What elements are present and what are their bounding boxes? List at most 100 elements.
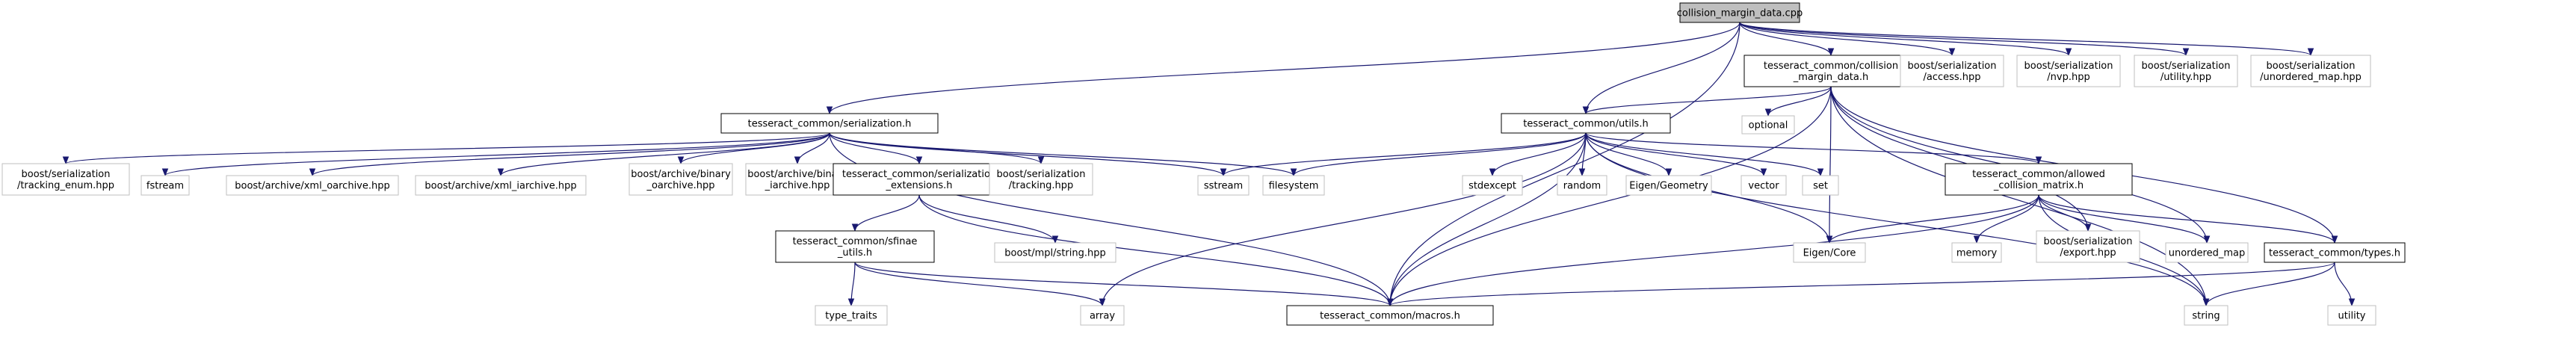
node-filesystem-box [1262, 175, 1325, 196]
node-bacc-label-1: /access.hpp [1923, 72, 1980, 83]
edge-acm-to-macros [1386, 194, 2039, 307]
node-vector-label-0: vector [1748, 181, 1779, 192]
node-typetraits-box [815, 305, 888, 326]
node-string-label-0: string [2192, 311, 2220, 322]
edge-ser-to-filesystem [829, 132, 1297, 177]
node-ser-box [720, 113, 939, 134]
node-ser-label-0: tesseract_common/serialization.h [748, 119, 912, 130]
edge-ser-to-binoa [677, 132, 830, 165]
node-filesystem-label-0: filesystem [1269, 181, 1319, 192]
node-sfinae[interactable]: tesseract_common/sfinae_utils.h [775, 230, 935, 263]
node-memory-label-0: memory [1956, 248, 1998, 259]
edge-serext-to-mplstring [918, 194, 1059, 244]
edge-types-to-macros [1387, 262, 2335, 307]
node-acm-box [1945, 163, 2133, 196]
node-set-label-0: set [1813, 181, 1828, 192]
edge-utils-to-array [1099, 132, 1587, 307]
edge-ser-to-btrackenum [63, 132, 830, 165]
node-acm-label-0: tesseract_common/allowed [1972, 169, 2105, 180]
node-acm[interactable]: tesseract_common/allowed_collision_matri… [1945, 163, 2133, 196]
node-mplstring-label-0: boost/mpl/string.hpp [1004, 248, 1106, 259]
edge-utils-to-set [1585, 132, 1824, 177]
node-bumap-label-1: /unordered_map.hpp [2260, 72, 2362, 83]
node-ser[interactable]: tesseract_common/serialization.h [720, 113, 939, 134]
node-macros-box [1286, 305, 1494, 326]
node-fstream-label-0: fstream [146, 181, 184, 192]
node-bexport: boost/serialization/export.hpp [2036, 230, 2140, 263]
node-types-box [2264, 242, 2406, 263]
edge-root-to-butil [1739, 22, 2190, 57]
node-xmloa: boost/archive/xml_oarchive.hpp [226, 175, 399, 196]
node-memory: memory [1951, 242, 2002, 263]
edge-utils-to-vector [1585, 132, 1767, 177]
node-bnvp-box [2016, 55, 2121, 87]
node-sfinae-label-1: _utils.h [837, 247, 872, 259]
node-root[interactable]: collision_margin_data.cpp [1677, 2, 1803, 23]
edge-cmd-to-macros [1386, 86, 1832, 307]
node-types[interactable]: tesseract_common/types.h [2264, 242, 2406, 263]
node-binoa-label-0: boost/archive/binary [631, 169, 731, 180]
node-typetraits: type_traits [815, 305, 888, 326]
edge-ser-to-macros [829, 132, 1394, 307]
node-stdexcept-box [1462, 175, 1523, 196]
edge-utils-to-sstream [1220, 132, 1587, 177]
node-serext[interactable]: tesseract_common/serialization_extension… [833, 163, 1006, 196]
edge-root-to-macros [1386, 22, 1741, 307]
edge-root-to-bumap [1739, 22, 2314, 57]
node-vector-box [1741, 175, 1787, 196]
edge-ser-to-xmloa [309, 132, 830, 177]
edge-ser-to-sstream [829, 132, 1227, 177]
node-filesystem: filesystem [1262, 175, 1325, 196]
node-btrackenum: boost/serialization/tracking_enum.hpp [1, 163, 130, 196]
node-cmd[interactable]: tesseract_common/collision_margin_data.h [1743, 55, 1918, 87]
node-fstream-box [140, 175, 190, 196]
node-bumap: boost/serialization/unordered_map.hpp [2250, 55, 2371, 87]
node-bnvp-label-1: /nvp.hpp [2047, 72, 2089, 83]
node-bnvp: boost/serialization/nvp.hpp [2016, 55, 2121, 87]
node-bexport-box [2036, 230, 2140, 263]
node-utility-label-0: utility [2338, 311, 2366, 322]
node-btrackenum-box [1, 163, 130, 196]
node-umap-box [2165, 242, 2249, 263]
node-sstream-box [1197, 175, 1250, 196]
node-butil-label-0: boost/serialization [2141, 61, 2230, 72]
node-umap-label-0: unordered_map [2169, 248, 2246, 259]
node-binia-label-0: boost/archive/binary [747, 169, 847, 180]
edge-utils-to-stdexcept [1489, 132, 1587, 177]
node-butil-box [2134, 55, 2238, 87]
edge-sfinae-to-array [854, 262, 1106, 307]
edge-types-to-utility [2334, 262, 2356, 307]
edge-root-to-cmd [1739, 22, 1835, 57]
node-random: random [1557, 175, 1607, 196]
node-bacc: boost/serialization/access.hpp [1900, 55, 2004, 87]
node-random-box [1557, 175, 1607, 196]
node-macros[interactable]: tesseract_common/macros.h [1286, 305, 1494, 326]
node-xmlia-box [415, 175, 587, 196]
node-binia-label-1: _iarchive.hpp [765, 180, 830, 191]
node-utils[interactable]: tesseract_common/utils.h [1501, 113, 1671, 134]
node-layer: collision_margin_data.cpp tesseract_commo… [1, 2, 2406, 326]
node-cmd-label-1: _margin_data.h [1793, 72, 1869, 83]
node-bexport-label-0: boost/serialization [2043, 236, 2132, 247]
edge-serext-to-macros [918, 194, 1394, 307]
node-utility: utility [2327, 305, 2376, 326]
node-xmloa-box [226, 175, 399, 196]
edge-utils-to-macros [1386, 132, 1587, 307]
node-vector: vector [1741, 175, 1787, 196]
node-eigengeom-label-0: Eigen/Geometry [1629, 181, 1708, 192]
node-btrack-label-0: boost/serialization [996, 169, 1085, 180]
edge-cmd-to-optional [1764, 86, 1832, 117]
node-bumap-box [2250, 55, 2371, 87]
edge-root-to-bnvp [1739, 22, 2072, 57]
node-stdexcept: stdexcept [1462, 175, 1523, 196]
node-utils-label-0: tesseract_common/utils.h [1523, 119, 1648, 130]
node-bnvp-label-0: boost/serialization [2024, 61, 2113, 72]
edge-acm-to-memory [1973, 194, 2039, 244]
edge-cmd-to-bexport [1830, 86, 2092, 232]
node-utils-box [1501, 113, 1671, 134]
edge-cmd-to-string [1830, 86, 2210, 307]
node-mplstring: boost/mpl/string.hpp [994, 242, 1116, 263]
node-btrack-label-1: /tracking.hpp [1009, 180, 1073, 191]
edge-root-to-ser [826, 22, 1741, 115]
